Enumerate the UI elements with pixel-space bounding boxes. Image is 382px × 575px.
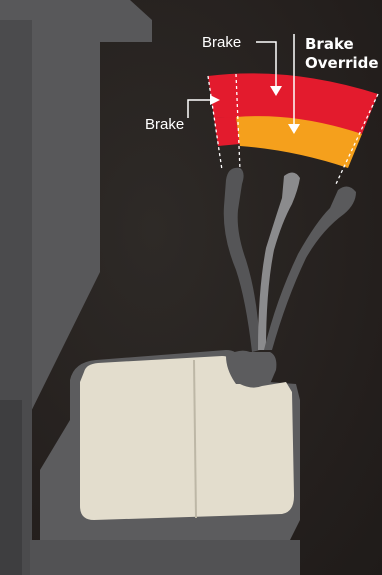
- label-override-line1: Brake: [305, 35, 354, 53]
- arrow-brake-left: [210, 95, 220, 105]
- dashed-guides: [207, 73, 379, 185]
- brake-top-leader: [256, 41, 277, 88]
- brake-left-leader: [187, 99, 212, 118]
- lever-left: [223, 167, 260, 352]
- lever-center: [258, 172, 300, 350]
- brake-zone-left: [214, 117, 240, 146]
- override-zone-orange: [236, 116, 362, 168]
- label-brake-top: Brake: [202, 34, 242, 51]
- arrow-override: [288, 124, 300, 134]
- label-leaders: [187, 34, 295, 126]
- mast-base-strip: [0, 400, 22, 575]
- lever-housing: [226, 350, 277, 384]
- forklift-base: [30, 540, 300, 575]
- forklift-mast: [0, 0, 152, 575]
- brake-zone-red: [208, 73, 378, 134]
- label-brake-left: Brake: [145, 116, 185, 133]
- seat-divider: [193, 359, 197, 519]
- guide-line-1: [207, 75, 223, 171]
- guide-line-3: [335, 93, 379, 185]
- operator-seat: [80, 356, 294, 520]
- guide-line-2: [235, 73, 241, 171]
- label-override-line2: Override: [305, 54, 379, 72]
- lever-right: [264, 186, 356, 350]
- arrow-brake-top: [270, 86, 282, 96]
- label-arrowheads: [210, 86, 300, 134]
